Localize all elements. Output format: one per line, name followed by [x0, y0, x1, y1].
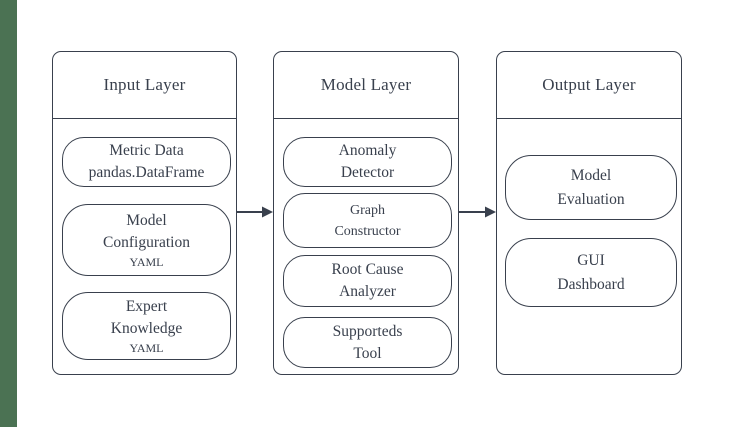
- model-layer-header: Model Layer: [274, 52, 458, 119]
- node-label-line: Supporteds: [332, 322, 403, 340]
- arrow-right-icon: [459, 206, 496, 218]
- node-label-line: Detector: [340, 164, 395, 181]
- node-root-cause-analyzer: Root Cause Analyzer: [283, 255, 452, 307]
- node-label-line: Constructor: [334, 223, 401, 239]
- node-expert-knowledge: Expert Knowledge YAML: [62, 292, 231, 360]
- node-label-line: Configuration: [103, 233, 190, 251]
- node-label-line: Evaluation: [557, 190, 625, 208]
- node-label-line: Model: [570, 166, 612, 184]
- input-layer-container: Input Layer Metric Data pandas.DataFrame…: [52, 51, 237, 375]
- node-label-line: Root Cause: [331, 261, 404, 278]
- arrow-model-to-output: [459, 203, 496, 221]
- node-label-line: Dashboard: [557, 275, 625, 293]
- arrow-input-to-model: [237, 203, 273, 221]
- node-label-line: pandas.DataFrame: [88, 164, 205, 181]
- node-model-configuration: Model Configuration YAML: [62, 204, 231, 276]
- node-graph-constructor: Graph Constructor: [283, 193, 452, 248]
- node-metric-data: Metric Data pandas.DataFrame: [62, 137, 231, 187]
- node-label-line: Tool: [353, 344, 382, 362]
- node-label-line: Knowledge: [110, 319, 183, 337]
- node-supporteds-tool: Supporteds Tool: [283, 317, 452, 368]
- node-label-line: Analyzer: [339, 283, 396, 300]
- node-label-line: Graph: [350, 202, 385, 218]
- node-label-line: YAML: [129, 254, 164, 269]
- input-layer-title: Input Layer: [103, 75, 186, 94]
- node-label-line: Expert: [125, 297, 168, 315]
- node-label-line: Model: [126, 211, 167, 229]
- node-label-line: Anomaly: [338, 142, 397, 159]
- left-accent-bar: [0, 0, 17, 427]
- output-layer-container: Output Layer Model Evaluation GUI Dashbo…: [496, 51, 682, 375]
- node-label-line: Metric Data: [109, 142, 184, 159]
- model-layer-title: Model Layer: [320, 75, 412, 94]
- output-layer-title: Output Layer: [542, 75, 636, 94]
- arrow-right-icon: [237, 206, 273, 218]
- node-anomaly-detector: Anomaly Detector: [283, 137, 452, 187]
- input-layer-header: Input Layer: [53, 52, 236, 119]
- node-model-evaluation: Model Evaluation: [505, 155, 677, 220]
- node-label-line: GUI: [577, 251, 605, 269]
- node-gui-dashboard: GUI Dashboard: [505, 238, 677, 307]
- output-layer-header: Output Layer: [497, 52, 681, 119]
- model-layer-container: Model Layer Anomaly Detector Graph Const…: [273, 51, 459, 375]
- node-label-line: YAML: [129, 340, 164, 355]
